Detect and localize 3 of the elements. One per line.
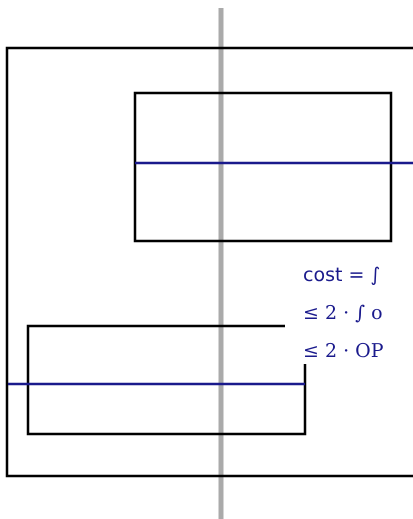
- formula-line: ≤ 2 · ∫ o: [303, 302, 383, 324]
- formula-line: ≤ 2 · OP: [303, 340, 384, 362]
- formula-line: cost = ∫: [303, 264, 380, 286]
